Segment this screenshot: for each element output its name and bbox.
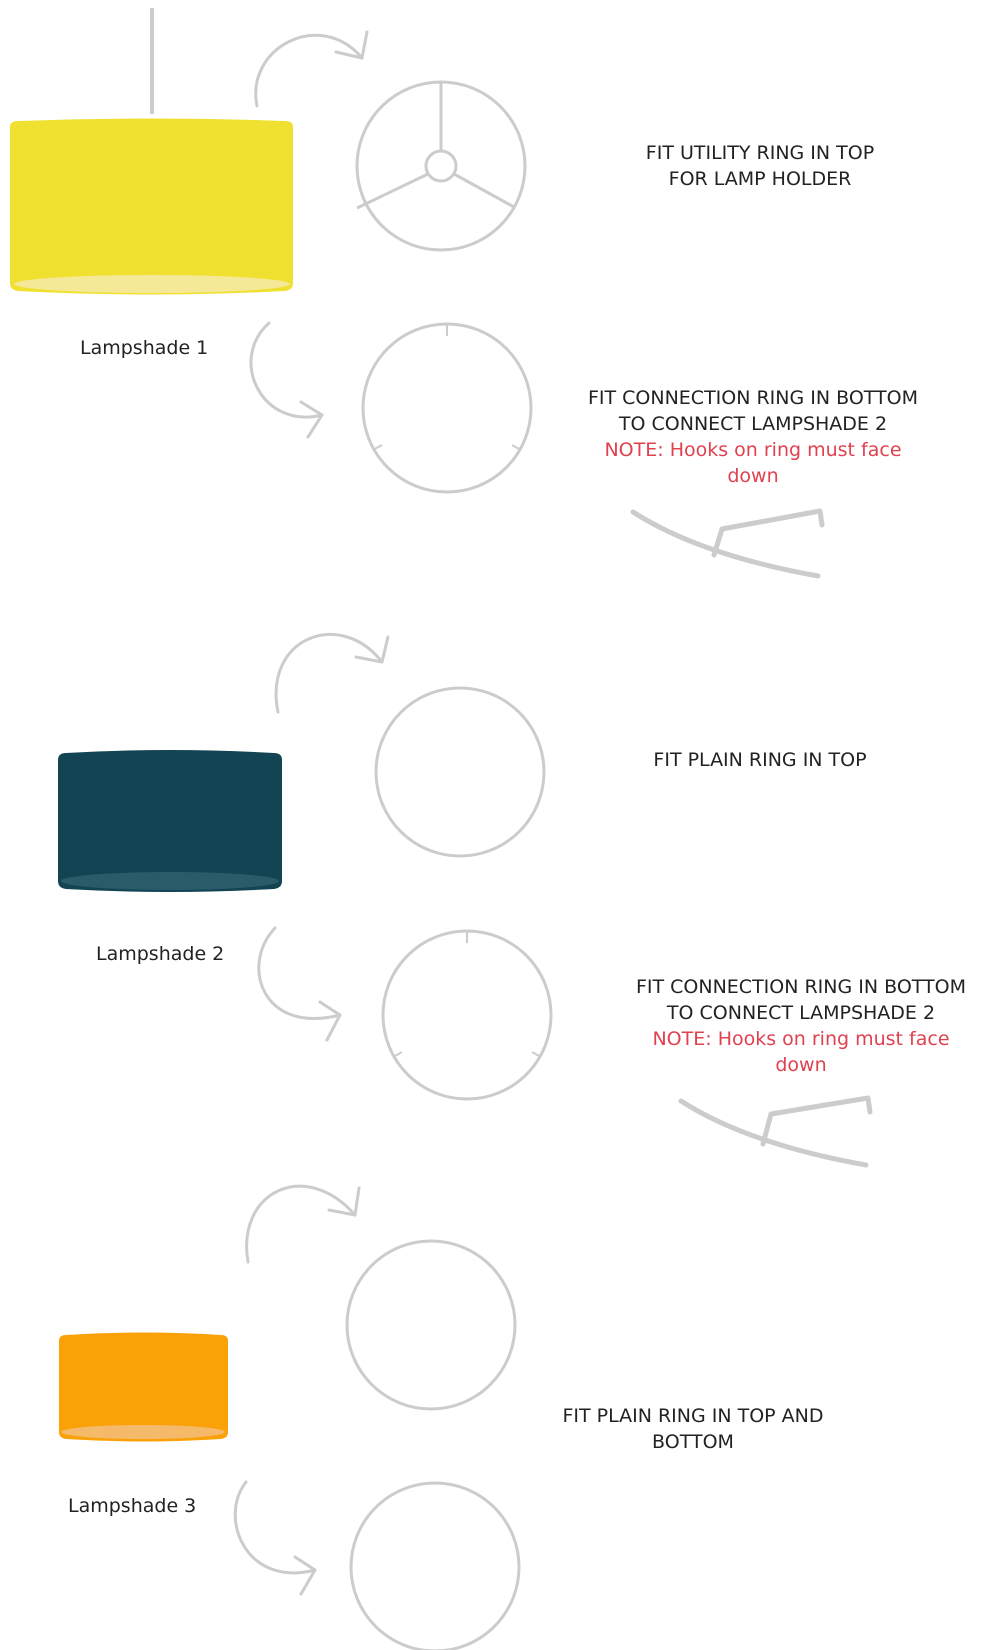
connection-ring-2 xyxy=(381,929,553,1101)
rotate-arrow-5 xyxy=(245,1184,361,1264)
step-5-line-2: BOTTOM xyxy=(652,1431,734,1453)
hook-detail-1 xyxy=(630,508,825,579)
step-2-instruction: FIT CONNECTION RING IN BOTTOM TO CONNECT… xyxy=(553,385,953,489)
step-4-line-1: FIT CONNECTION RING IN BOTTOM xyxy=(635,976,967,998)
rotate-arrow-4 xyxy=(257,926,342,1042)
rotate-arrow-3 xyxy=(274,633,390,714)
step-5-line-1: FIT PLAIN RING IN TOP AND xyxy=(562,1405,824,1427)
step-5-instruction: FIT PLAIN RING IN TOP AND BOTTOM xyxy=(523,1403,863,1455)
step-2-note: NOTE: Hooks on ring must face down xyxy=(604,439,902,487)
lampshade-1-drum xyxy=(10,118,293,295)
step-4-note: NOTE: Hooks on ring must face down xyxy=(652,1028,950,1076)
lampshade-3-label: Lampshade 3 xyxy=(68,1495,197,1517)
plain-ring-1 xyxy=(374,686,546,858)
step-4-line-2: TO CONNECT LAMPSHADE 2 xyxy=(666,1002,936,1024)
rotate-arrow-6 xyxy=(233,1480,317,1596)
step-1-instruction: FIT UTILITY RING IN TOP FOR LAMP HOLDER xyxy=(570,140,950,192)
connection-ring-1 xyxy=(361,322,533,494)
rotate-arrow-2 xyxy=(249,321,324,439)
hook-detail-2 xyxy=(678,1095,873,1168)
plain-ring-2 xyxy=(345,1239,517,1411)
lampshade-2-label: Lampshade 2 xyxy=(96,943,225,965)
step-3-line-1: FIT PLAIN RING IN TOP xyxy=(653,749,867,771)
lampshade-1-label: Lampshade 1 xyxy=(80,337,209,359)
step-1-line-2: FOR LAMP HOLDER xyxy=(668,168,852,190)
step-2-line-2: TO CONNECT LAMPSHADE 2 xyxy=(618,413,888,435)
utility-ring xyxy=(355,80,527,252)
lampshade-3-drum xyxy=(59,1332,228,1442)
lampshade-2-drum xyxy=(58,750,282,892)
rotate-arrow-1 xyxy=(254,30,369,108)
step-3-instruction: FIT PLAIN RING IN TOP xyxy=(570,747,950,773)
plain-ring-3 xyxy=(349,1481,521,1650)
step-4-instruction: FIT CONNECTION RING IN BOTTOM TO CONNECT… xyxy=(601,974,1001,1078)
step-1-line-1: FIT UTILITY RING IN TOP xyxy=(645,142,875,164)
step-2-line-1: FIT CONNECTION RING IN BOTTOM xyxy=(587,387,919,409)
